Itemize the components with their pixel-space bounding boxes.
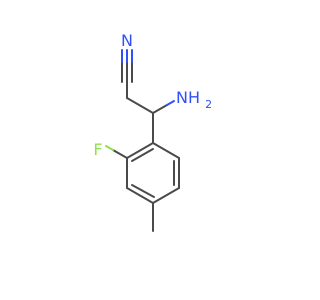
- bond-ring-f-f: [105, 145, 114, 151]
- atom-label-amino-nh: NH: [176, 88, 200, 107]
- atom-label-fluoro: F: [93, 140, 102, 159]
- ring-bond-4-inner: [131, 184, 155, 198]
- structure-canvas: N NH 2 F: [93, 31, 212, 232]
- bond-ring-f-c: [112, 149, 128, 159]
- atom-label-amino: NH 2: [176, 88, 212, 111]
- molecule-drawing: N NH 2 F: [93, 31, 212, 232]
- bond-ch2-ch: [126, 97, 154, 114]
- ring-bond-1: [152, 142, 180, 159]
- bond-ch-amine-c: [152, 104, 168, 114]
- atom-label-amino-sub: 2: [205, 98, 212, 111]
- bond-ch-amine-n: [166, 100, 175, 106]
- benzene-ring: [126, 142, 180, 204]
- ring-bond-4: [126, 187, 154, 204]
- nitrile-triple-bond: [121, 49, 133, 83]
- ring-bond-6: [126, 142, 154, 159]
- ring-bond-6-inner: [131, 148, 154, 162]
- atom-label-nitrile-n: N: [121, 31, 133, 50]
- ring-bond-3: [152, 187, 180, 204]
